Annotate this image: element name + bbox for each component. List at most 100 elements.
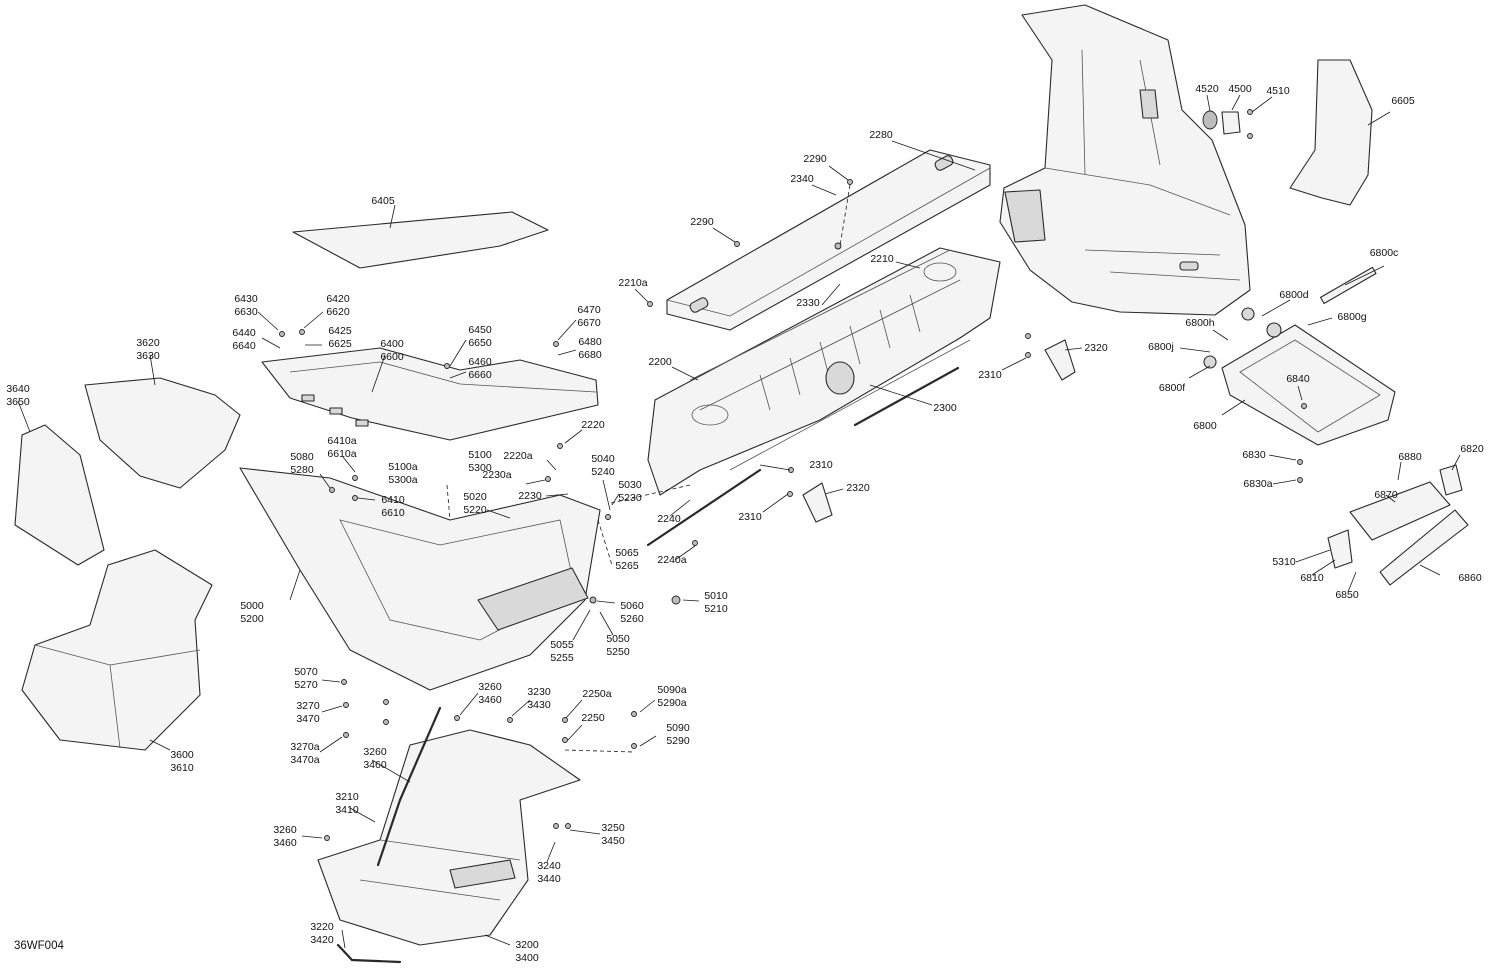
callout-line: 6410 [381,494,405,506]
part-latch-assembly [1327,464,1469,586]
callout-line: 5230 [618,492,642,504]
callout-6820: 6820 [1460,443,1484,455]
callout-6840: 6840 [1286,373,1310,385]
callout-line: 3460 [478,694,502,706]
callout-6860: 6860 [1458,572,1482,584]
callout-line: 6810 [1300,572,1324,584]
leader-lines [17,94,1461,949]
callout-2290b: 2290 [690,216,714,228]
callout-line: 2320 [1084,342,1108,354]
callout-line: 5220 [463,504,487,516]
callout-line: 5200 [240,613,264,625]
callout-line: 5290a [657,697,686,709]
callout-2330: 2330 [796,297,820,309]
callout-line: 6800j [1148,341,1174,353]
callout-line: 2340 [790,173,814,185]
callout-line: 6625 [328,338,352,350]
callout-5310: 5310 [1272,556,1296,568]
callout-line: 3260 [478,681,502,693]
callout-line: 6425 [328,325,352,337]
callout-line: 6800 [1193,420,1217,432]
callout-line: 6620 [326,306,350,318]
callout-line: 6410a [327,435,356,447]
part-2320-clip-a [1044,339,1076,381]
callout-line: 3460 [273,837,297,849]
callout-line: 6670 [577,317,601,329]
callout-line: 6460 [468,356,492,368]
callout-2290a: 2290 [803,153,827,165]
part-6605-panel [1289,59,1373,206]
callout-line: 5020 [463,491,487,503]
callout-line: 6420 [326,293,350,305]
callout-line: 6660 [468,369,492,381]
callout-line: 5050 [606,633,630,645]
callout-line: 3400 [515,952,539,964]
callout-line: 3250 [601,822,625,834]
callout-line: 6870 [1374,489,1398,501]
callout-line: 2280 [869,129,893,141]
callout-line: 2320 [846,482,870,494]
callout-6405: 6405 [371,195,395,207]
part-rear-frame [999,4,1251,316]
callout-line: 5100a [388,461,417,473]
part-6800-seat-frame [1203,266,1396,446]
callout-2210: 2210 [870,253,894,265]
callout-2230a: 2230a [482,469,511,481]
callout-line: 3470a [290,754,319,766]
part-3210-rod [376,706,442,867]
callout-6800f: 6800f [1159,382,1185,394]
callout-line: 2230a [482,469,511,481]
callout-line: 6800d [1279,289,1308,301]
callout-2250: 2250 [581,712,605,724]
callout-line: 5265 [615,560,639,572]
callout-2310c: 2310 [738,511,762,523]
diagram-artwork [14,4,1469,964]
callout-line: 6610a [327,448,356,460]
part-5000-side-panel [239,467,601,691]
callout-line: 5300 [468,462,492,474]
part-3220-rod [336,943,402,964]
callout-line: 3420 [310,934,334,946]
callout-line: 2240a [657,554,686,566]
callout-4520: 4520 [1195,83,1219,95]
callout-line: 3440 [537,873,561,885]
callout-4510: 4510 [1266,85,1290,97]
callout-2200: 2200 [648,356,672,368]
callout-4500: 4500 [1228,83,1252,95]
callout-2340: 2340 [790,173,814,185]
callout-6810: 6810 [1300,572,1324,584]
callout-line: 3650 [6,396,30,408]
part-bushings-4500 [1202,109,1253,139]
callout-2210a: 2210a [618,277,647,289]
fasteners [279,179,1307,841]
callout-line: 6430 [234,293,258,305]
callout-line: 5000 [240,600,264,612]
callout-line: 6630 [234,306,258,318]
callout-line: 2250 [581,712,605,724]
part-2280-top-cover [666,149,991,331]
callout-line: 2210a [618,277,647,289]
callout-line: 4520 [1195,83,1219,95]
callout-2310b: 2310 [809,459,833,471]
callout-2240: 2240 [657,513,681,525]
callout-2310a: 2310 [978,369,1002,381]
callout-line: 6800c [1370,247,1399,259]
callout-line: 5310 [1272,556,1296,568]
part-3620-pocket [84,377,241,489]
callout-line: 3640 [6,383,30,395]
callout-line: 3610 [170,762,194,774]
callout-line: 6470 [577,304,601,316]
